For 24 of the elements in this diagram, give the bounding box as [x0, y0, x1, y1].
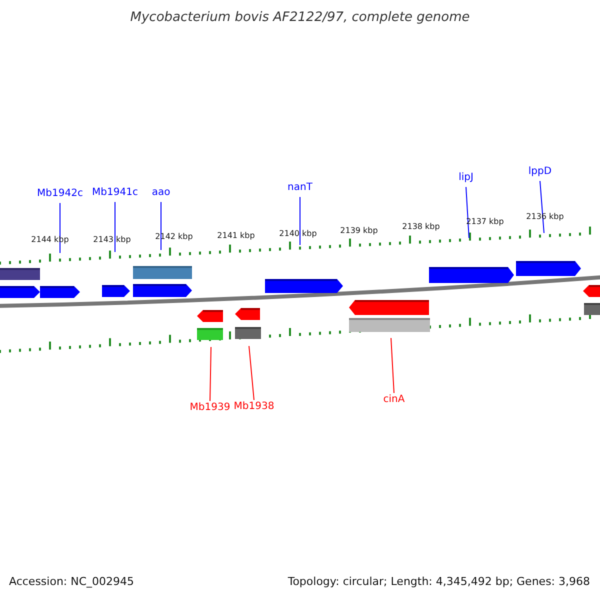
- leader-line: [210, 346, 212, 402]
- scale-label: 2143 kbp: [93, 236, 131, 244]
- scale-label: 2138 kbp: [402, 223, 440, 231]
- gene-label: Mb1942c: [37, 189, 83, 199]
- leader-line: [248, 346, 254, 400]
- leader-line: [540, 180, 544, 234]
- leader-line: [466, 186, 470, 238]
- gene-label: Mb1938: [234, 402, 274, 412]
- gene-label: aao: [152, 188, 170, 198]
- scale-label: 2139 kbp: [340, 227, 378, 235]
- accession-note: Accession: NC_002945: [9, 576, 134, 587]
- gene-label: lipJ: [458, 173, 474, 183]
- gene-label: Mb1939: [190, 403, 230, 413]
- leader-line: [390, 338, 394, 394]
- title: Mycobacterium bovis AF2122/97, complete genome: [130, 11, 470, 24]
- scale-label: 2140 kbp: [279, 230, 317, 238]
- leader-line: [160, 202, 162, 250]
- gene-label: cinA: [383, 395, 405, 405]
- leader-line: [114, 202, 116, 252]
- gene-label: Mb1941c: [92, 188, 138, 198]
- gene-label: nanT: [288, 183, 312, 193]
- genome-summary: Topology: circular; Length: 4,345,492 bp; Genes: 3,968: [288, 576, 590, 587]
- gene-label: lppD: [528, 167, 552, 177]
- scale-label: 2141 kbp: [217, 232, 255, 240]
